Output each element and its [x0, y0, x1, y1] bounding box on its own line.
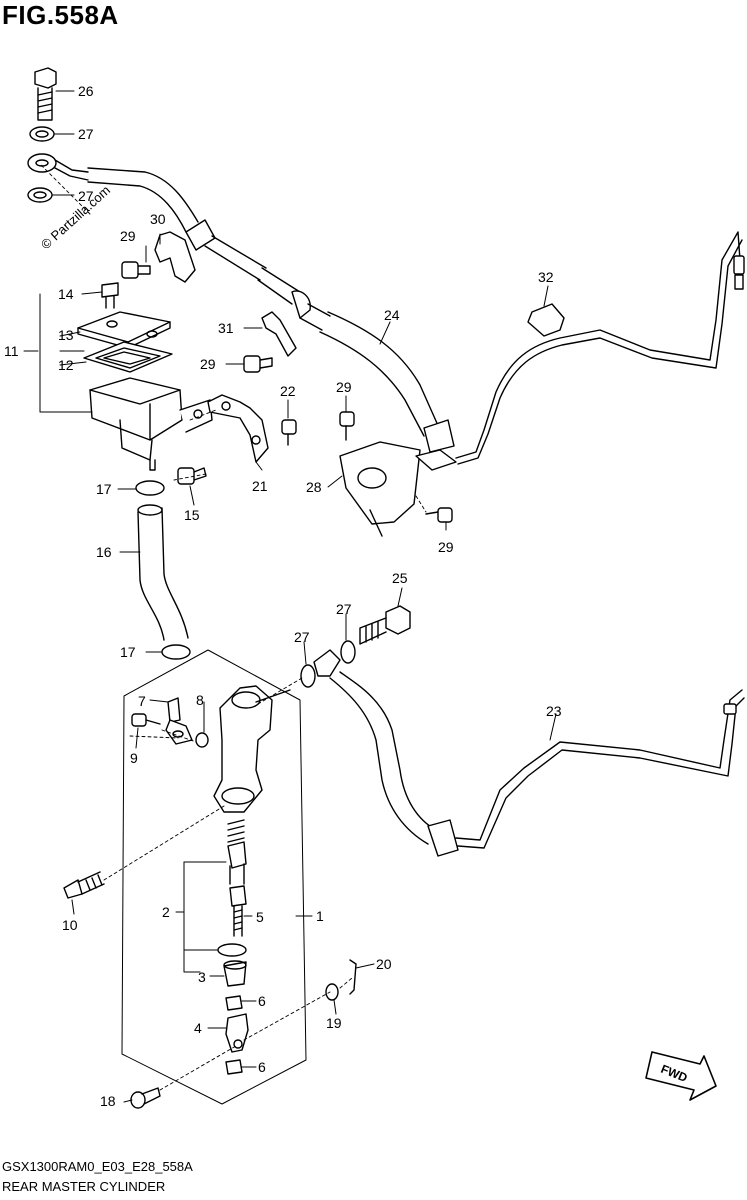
- piston-kit-2: [227, 819, 247, 885]
- bolt-29-d: [425, 507, 453, 523]
- callout-17: 17: [96, 481, 112, 497]
- callout-21: 21: [252, 478, 268, 494]
- banjo-bolt-25: [359, 605, 411, 645]
- hose-fitting-7: [165, 697, 193, 745]
- callout-32: 32: [538, 269, 554, 285]
- bolt-22: [281, 419, 297, 446]
- circlip: [217, 943, 247, 957]
- callout-24: 24: [384, 307, 400, 323]
- callout-14: 14: [58, 286, 74, 302]
- nut-6-bottom: [225, 1059, 243, 1075]
- callout-18: 18: [100, 1093, 116, 1109]
- callout-26: 26: [78, 83, 94, 99]
- washer-27-d: [300, 664, 316, 688]
- master-cylinder-body: [213, 685, 291, 813]
- callout-30: 30: [150, 211, 166, 227]
- callout-29: 29: [438, 539, 454, 555]
- upper-brake-hose: [27, 153, 455, 453]
- model-code: GSX1300RAM0_E03_E28_558A: [2, 1159, 193, 1174]
- nut-6-top: [225, 995, 243, 1011]
- callout-9: 9: [130, 750, 138, 766]
- reservoir-hose-16: [137, 507, 189, 641]
- bolt-29-b: [243, 355, 273, 373]
- lower-brake-hose-23: [313, 649, 745, 857]
- callout-7: 7: [138, 693, 146, 709]
- leader-lines: [23, 90, 557, 1103]
- bolt-15: [177, 467, 207, 485]
- bolt-10: [63, 871, 105, 899]
- washer-19: [325, 983, 339, 1001]
- callout-10: 10: [62, 917, 78, 933]
- banjo-bolt-26: [34, 67, 57, 121]
- bolt-29-a: [121, 261, 151, 279]
- callout-28: 28: [306, 479, 322, 495]
- reservoir-body-11: [89, 377, 213, 471]
- figure-title: FIG.558A: [2, 0, 119, 30]
- diaphragm-12: [83, 341, 173, 373]
- callout-13: 13: [58, 327, 74, 343]
- assembly-boundary-1: [121, 649, 307, 1105]
- clevis-4: [225, 1013, 249, 1053]
- o-ring-8: [195, 732, 209, 748]
- callout-3: 3: [198, 969, 206, 985]
- callout-12: 12: [58, 357, 74, 373]
- callout-6: 6: [258, 993, 266, 1009]
- hose-clip-17-top: [135, 480, 165, 496]
- washer-27-lower: [27, 187, 53, 203]
- callout-19: 19: [326, 1015, 342, 1031]
- callout-23: 23: [546, 703, 562, 719]
- callout-1: 1: [316, 908, 324, 924]
- hose-joint-block: [415, 449, 457, 471]
- bracket-28: [339, 441, 421, 525]
- callout-17: 17: [120, 644, 136, 660]
- callout-25: 25: [392, 570, 408, 586]
- callout-29: 29: [336, 379, 352, 395]
- screw-14: [101, 282, 119, 309]
- bracket-21: [207, 394, 269, 463]
- callout-11: 11: [4, 343, 19, 359]
- callout-22: 22: [280, 383, 296, 399]
- push-rod-5: [229, 885, 247, 937]
- callout-27: 27: [78, 188, 94, 204]
- callout-31: 31: [218, 320, 234, 336]
- assembly-name: REAR MASTER CYLINDER: [2, 1179, 166, 1194]
- callout-27: 27: [294, 629, 310, 645]
- callout-4: 4: [194, 1020, 202, 1036]
- callout-29: 29: [120, 228, 136, 244]
- dust-boot-3: [223, 961, 247, 987]
- callout-8: 8: [196, 692, 204, 708]
- washer-27-c: [340, 640, 356, 664]
- callout-6: 6: [258, 1059, 266, 1075]
- callout-15: 15: [184, 507, 200, 523]
- callout-20: 20: [376, 956, 392, 972]
- screw-9: [131, 713, 161, 727]
- callout-2: 2: [162, 904, 170, 920]
- pipe-clip-32: [527, 303, 565, 337]
- hose-clamp-30: [154, 231, 196, 283]
- brake-pipe-upper: [455, 231, 745, 465]
- callout-5: 5: [256, 909, 264, 925]
- callout-27: 27: [78, 126, 94, 142]
- cotter-pin-20: [349, 959, 357, 995]
- watermark: © Partzilla.com: [38, 182, 113, 252]
- washer-27-top: [29, 126, 55, 142]
- fwd-arrow-icon: [645, 1051, 717, 1101]
- bracket-31: [261, 311, 297, 357]
- bolt-29-c: [339, 411, 355, 441]
- callout-29: 29: [200, 356, 216, 372]
- alignment-lines: [39, 163, 427, 1091]
- clevis-pin-18: [130, 1087, 161, 1109]
- callout-16: 16: [96, 544, 112, 560]
- callout-27: 27: [336, 601, 352, 617]
- hose-clip-17-bottom: [161, 644, 191, 660]
